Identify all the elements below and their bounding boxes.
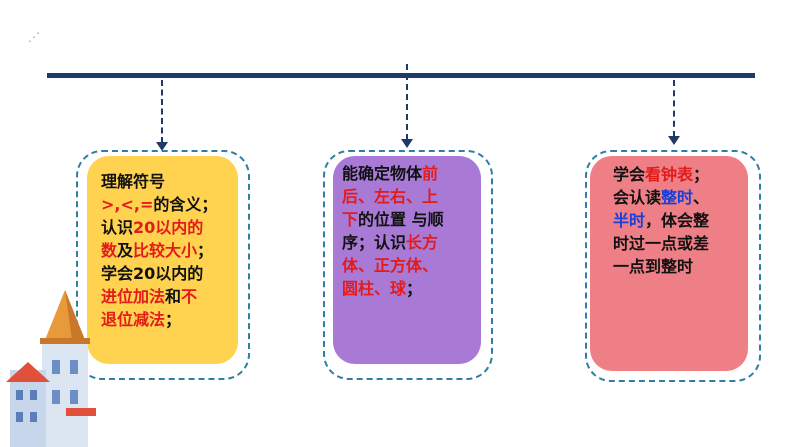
text: 能确定物体 <box>342 164 423 183</box>
text: 的位置 与顺 <box>358 210 444 229</box>
arrow-down-icon <box>156 142 168 151</box>
card-number-sense: 理解符号 >,<,=的含义； 认识20以内的 数及比较大小； 学会20以内的 进… <box>87 156 238 364</box>
highlight-text: 20以内的 <box>133 218 204 237</box>
text: 学会 <box>613 165 646 184</box>
highlight-text: 看钟表 <box>645 165 694 184</box>
text: 及 <box>117 241 134 260</box>
card-line: 学会20以内的 <box>101 262 230 285</box>
card-line: 时过一点或差 <box>613 232 742 255</box>
text: 学会20以内的 <box>101 264 204 283</box>
card-line: 体、正方体、 <box>342 254 475 277</box>
highlight-text: 半时 <box>613 211 646 230</box>
text: ； <box>165 310 182 329</box>
highlight-text: >,<,= <box>101 195 154 214</box>
dashed-frame-2 <box>323 150 493 380</box>
card-line: 下的位置 与顺 <box>342 208 475 231</box>
highlight-text: 数 <box>101 241 118 260</box>
timeline-bar <box>47 73 755 78</box>
highlight-text: 进位加法 <box>101 287 166 306</box>
highlight-text: 整时 <box>661 188 694 207</box>
card-line: 学会看钟表； <box>613 163 742 186</box>
card-position-shapes: 能确定物体前 后、左右、上 下的位置 与顺 序；认识长方 体、正方体、 圆柱、球… <box>333 156 481 364</box>
text: 一点到整时 <box>613 257 694 276</box>
card-line: 一点到整时 <box>613 255 742 278</box>
card-line: 能确定物体前 <box>342 162 475 185</box>
text: ； <box>197 241 214 260</box>
highlight-text: 退位减法 <box>101 310 166 329</box>
highlight-text: 比较大小 <box>133 241 198 260</box>
highlight-text: 下 <box>342 210 359 229</box>
text: 序；认识 <box>342 233 407 252</box>
card-line: 后、左右、上 <box>342 185 475 208</box>
text: ； <box>693 165 710 184</box>
card-clock-reading: 学会看钟表； 会认读整时、 半时，体会整 时过一点或差 一点到整时 <box>590 156 748 371</box>
highlight-text: 长方 <box>406 233 439 252</box>
castle-house-icon <box>6 290 96 447</box>
dashed-frame-1 <box>76 150 250 380</box>
highlight-text: 圆柱、球 <box>342 279 407 298</box>
card-line: 圆柱、球； <box>342 277 475 300</box>
card-line: 半时，体会整 <box>613 209 742 232</box>
card-line: 序；认识长方 <box>342 231 475 254</box>
highlight-text: 不 <box>181 287 198 306</box>
text: 和 <box>165 287 182 306</box>
text: ； <box>406 279 423 298</box>
card-line: 认识20以内的 <box>101 216 230 239</box>
connector-line-2 <box>406 64 408 140</box>
card-line: 进位加法和不 <box>101 285 230 308</box>
text: 会认读 <box>613 188 662 207</box>
card-line: 数及比较大小； <box>101 239 230 262</box>
arrow-down-icon <box>401 139 413 148</box>
text: 、 <box>693 188 710 207</box>
card-line: 退位减法； <box>101 308 230 331</box>
connector-line-3 <box>673 80 675 137</box>
card-line: 会认读整时、 <box>613 186 742 209</box>
highlight-text: 后、左右、上 <box>342 187 439 206</box>
highlight-text: 前 <box>422 164 439 183</box>
card-line: 理解符号 <box>101 170 230 193</box>
text: 认识 <box>101 218 134 237</box>
text: 时过一点或差 <box>613 234 710 253</box>
arrow-down-icon <box>668 136 680 145</box>
highlight-text: 体、正方体、 <box>342 256 439 275</box>
text: 的含义； <box>153 195 218 214</box>
connector-line-1 <box>161 80 163 143</box>
dashed-frame-3 <box>585 150 761 382</box>
text: ，体会整 <box>645 211 710 230</box>
card-line: >,<,=的含义； <box>101 193 230 216</box>
text: 理解符号 <box>101 172 166 191</box>
sparkle-icon: ⋰ <box>28 30 40 44</box>
